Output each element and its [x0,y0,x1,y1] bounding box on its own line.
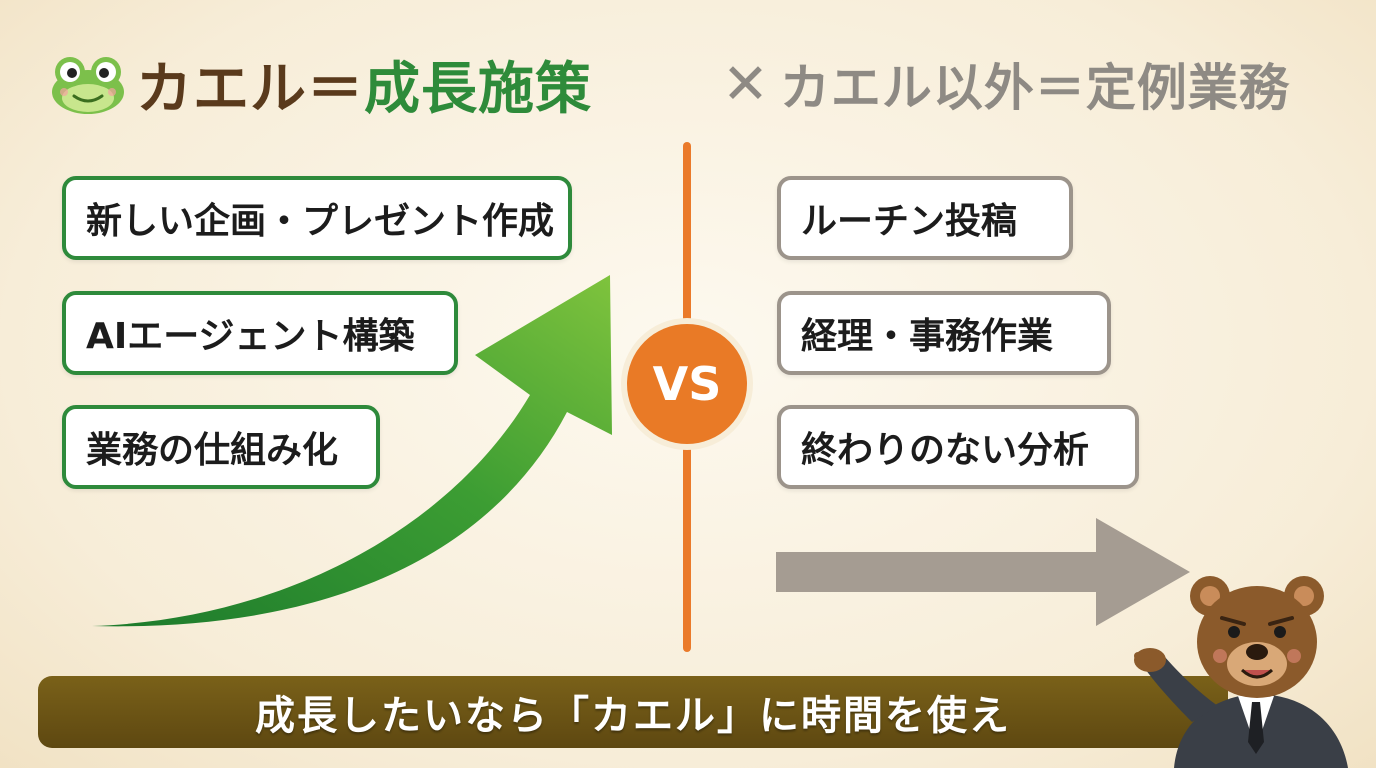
title-highlight: 成長施策 [364,56,592,122]
right-item-1: ルーチン投稿 [777,176,1073,260]
title-routine-text: カエル以外＝定例業務 [779,59,1290,117]
left-item-label: 業務の仕組み化 [86,430,339,471]
title-growth: カエル＝成長施策 [50,42,592,126]
cross-icon: ✕ [722,51,770,117]
right-item-label: 終わりのない分析 [801,430,1090,471]
title-prefix: カエル＝ [136,56,364,122]
left-item-label: AIエージェント構築 [86,316,415,357]
right-item-label: 経理・事務作業 [801,316,1054,357]
flat-arrow [776,518,1190,626]
bear-mascot [1134,576,1348,768]
vs-badge: VS [627,324,747,444]
left-item-label: 新しい企画・プレゼント作成 [86,201,555,242]
left-item-2: AIエージェント構築 [62,291,458,375]
bottom-banner: 成長したいなら「カエル」に時間を使え [38,676,1228,748]
left-item-1: 新しい企画・プレゼント作成 [62,176,572,260]
right-item-3: 終わりのない分析 [777,405,1139,489]
right-item-label: ルーチン投稿 [801,201,1018,242]
title-routine: ✕ カエル以外＝定例業務 [722,48,1290,120]
right-item-2: 経理・事務作業 [777,291,1111,375]
frog-icon [52,57,124,114]
left-item-3: 業務の仕組み化 [62,405,380,489]
growth-arrow [92,275,612,627]
